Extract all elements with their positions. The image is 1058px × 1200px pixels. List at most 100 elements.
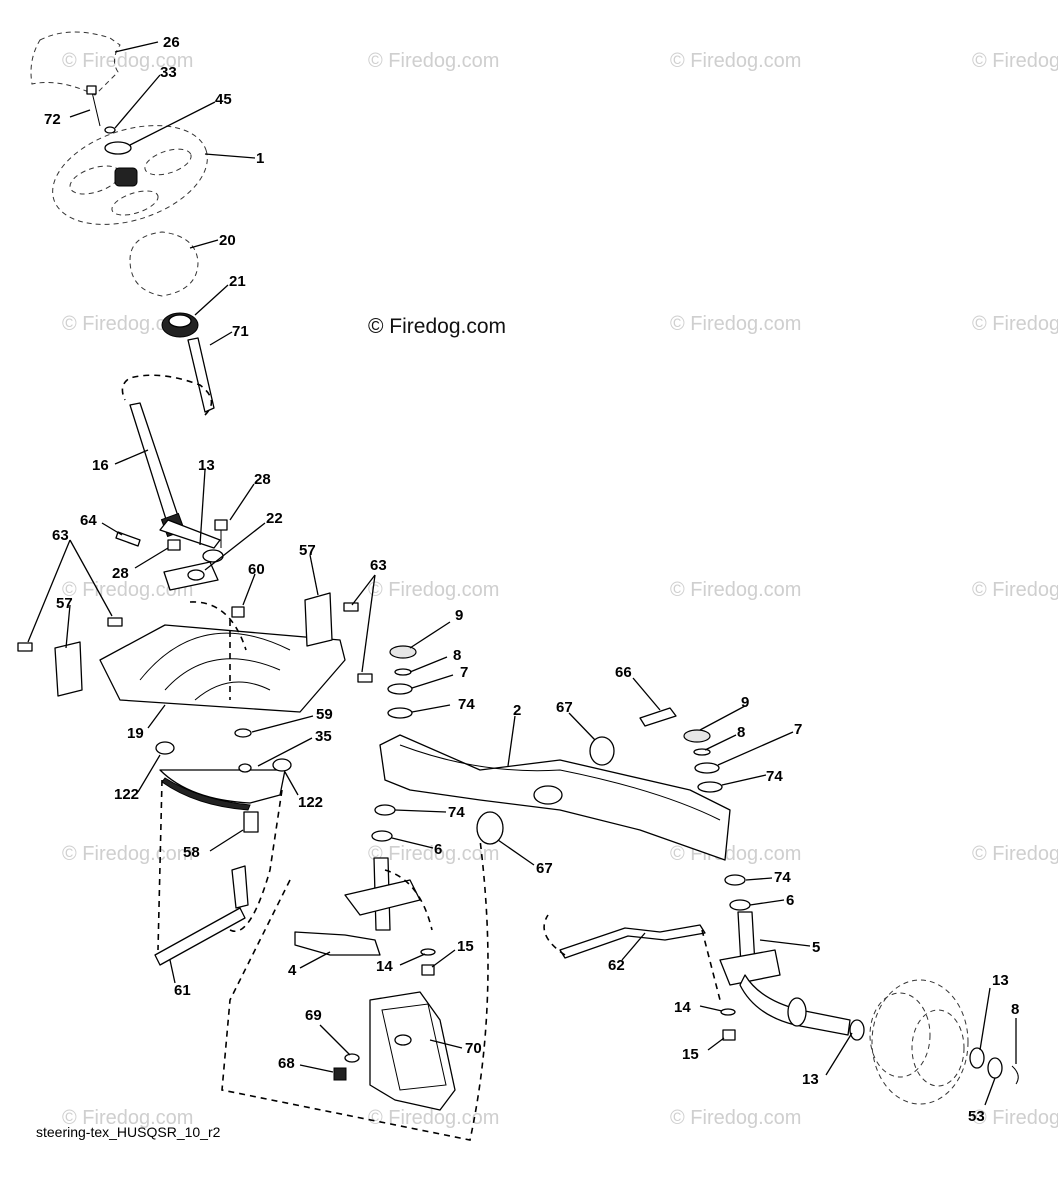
callout-label: 28 [112,565,129,582]
pitman-arm-recess [381,1003,447,1091]
callout-label: 61 [174,982,191,999]
callout-label: 14 [376,958,393,975]
pitman-arm-70 [369,991,456,1111]
bearing [187,569,205,581]
nut-15 [722,1029,736,1041]
watermark: © Firedog.com [670,579,801,601]
callout-label: 45 [215,91,232,108]
spacer-67 [589,736,615,766]
spindle-collar [787,997,807,1027]
washer-13 [969,1047,985,1069]
callout-label: 6 [434,841,442,858]
drag-link-70-group [333,991,456,1111]
callout-label: 7 [794,721,802,738]
callout-label: 33 [160,64,177,81]
bolt-head [167,539,181,551]
link-route-dashed [384,869,433,931]
clip-pin [115,531,141,547]
watermark: © Firedog.com [670,313,801,335]
bolt-58 [243,811,259,833]
steering-wheel-group [30,31,215,416]
callout-label: 1 [256,150,264,167]
front-axle-group [371,645,751,911]
callout-label: 15 [457,938,474,955]
steering-adapter-top [168,314,192,328]
steering-cap-outline [30,31,121,96]
washer-7 [387,683,413,695]
callout-label: 14 [674,999,691,1016]
watermark: © Firedog.com [972,50,1058,72]
callout-label: 6 [786,892,794,909]
callout-label: 63 [52,527,69,544]
callout-label: 35 [315,728,332,745]
washer-13 [849,1019,865,1041]
bracket-57-left [54,641,83,697]
callout-label: 69 [305,1007,322,1024]
callout-label: 74 [774,869,791,886]
bushing-13 [202,549,224,563]
callout-label: 22 [266,510,283,527]
link-route-dashed [189,601,247,651]
front-tire [871,979,969,1105]
wheel-washer [104,141,132,155]
washer-7 [694,762,720,774]
callout-label: 71 [232,323,249,340]
callout-label: 58 [183,844,200,861]
bolt-head-28 [214,519,228,531]
cap-9 [683,729,711,743]
tie-rod-dashed [701,929,721,1001]
callout-label: 15 [682,1046,699,1063]
callout-label: 68 [278,1055,295,1072]
callout-label: 26 [163,34,180,51]
steering-shaft-top [187,337,215,413]
drag-link-61 [154,907,246,966]
washer-14 [720,1008,736,1016]
nut-122 [272,758,292,772]
wheel-bolt [91,91,101,127]
nut-15 [421,964,435,976]
nut-68 [333,1067,347,1081]
leader-lines [27,41,1017,1106]
diagram-caption: steering-tex_HUSQSR_10_r2 [36,1124,221,1140]
watermark: © Firedog.com [670,50,801,72]
callout-label: 16 [92,457,109,474]
callout-label: 9 [741,694,749,711]
callout-label: 20 [219,232,236,249]
washer-6 [371,830,393,842]
callout-label: 64 [80,512,97,529]
bushing-74 [374,804,396,816]
callout-label: 21 [229,273,246,290]
callout-label: 60 [248,561,265,578]
washer-69 [344,1053,360,1063]
callout-label: 4 [288,962,297,979]
spindle-5-axle [739,974,851,1036]
callout-label: 53 [968,1108,985,1125]
tire-sidewall [869,992,931,1078]
callout-label: 67 [536,860,553,877]
tie-rod-dashed [543,914,566,956]
callout-label: 72 [44,111,61,128]
callout-label: 8 [737,724,745,741]
nut-60 [231,606,245,618]
plate-slot [194,681,271,701]
callout-label: 62 [608,957,625,974]
center-watermark: © Firedog.com [368,315,506,338]
spindle-4-axle [294,931,381,956]
plate-slot [164,658,281,691]
front-wheel-group [849,979,1019,1105]
bolt-63 [107,617,123,627]
cap-9 [389,645,417,659]
drag-link-dashed [157,779,163,951]
callout-labels: 26 33 72 45 1 20 21 71 16 13 28 64 22 28… [44,34,1019,1125]
watermark: © Firedog.com [972,843,1058,865]
callout-label: 13 [198,457,215,474]
bracket-57-right [304,592,333,647]
callout-label: 57 [56,595,73,612]
ring-8 [693,748,711,756]
callout-label: 122 [114,786,139,803]
sector-gear-teeth [161,777,251,811]
wheel-bolt-head [86,85,97,95]
watermark: © Firedog.com [62,843,193,865]
spindle-5-arm [719,949,781,986]
bushing-74 [724,874,746,886]
